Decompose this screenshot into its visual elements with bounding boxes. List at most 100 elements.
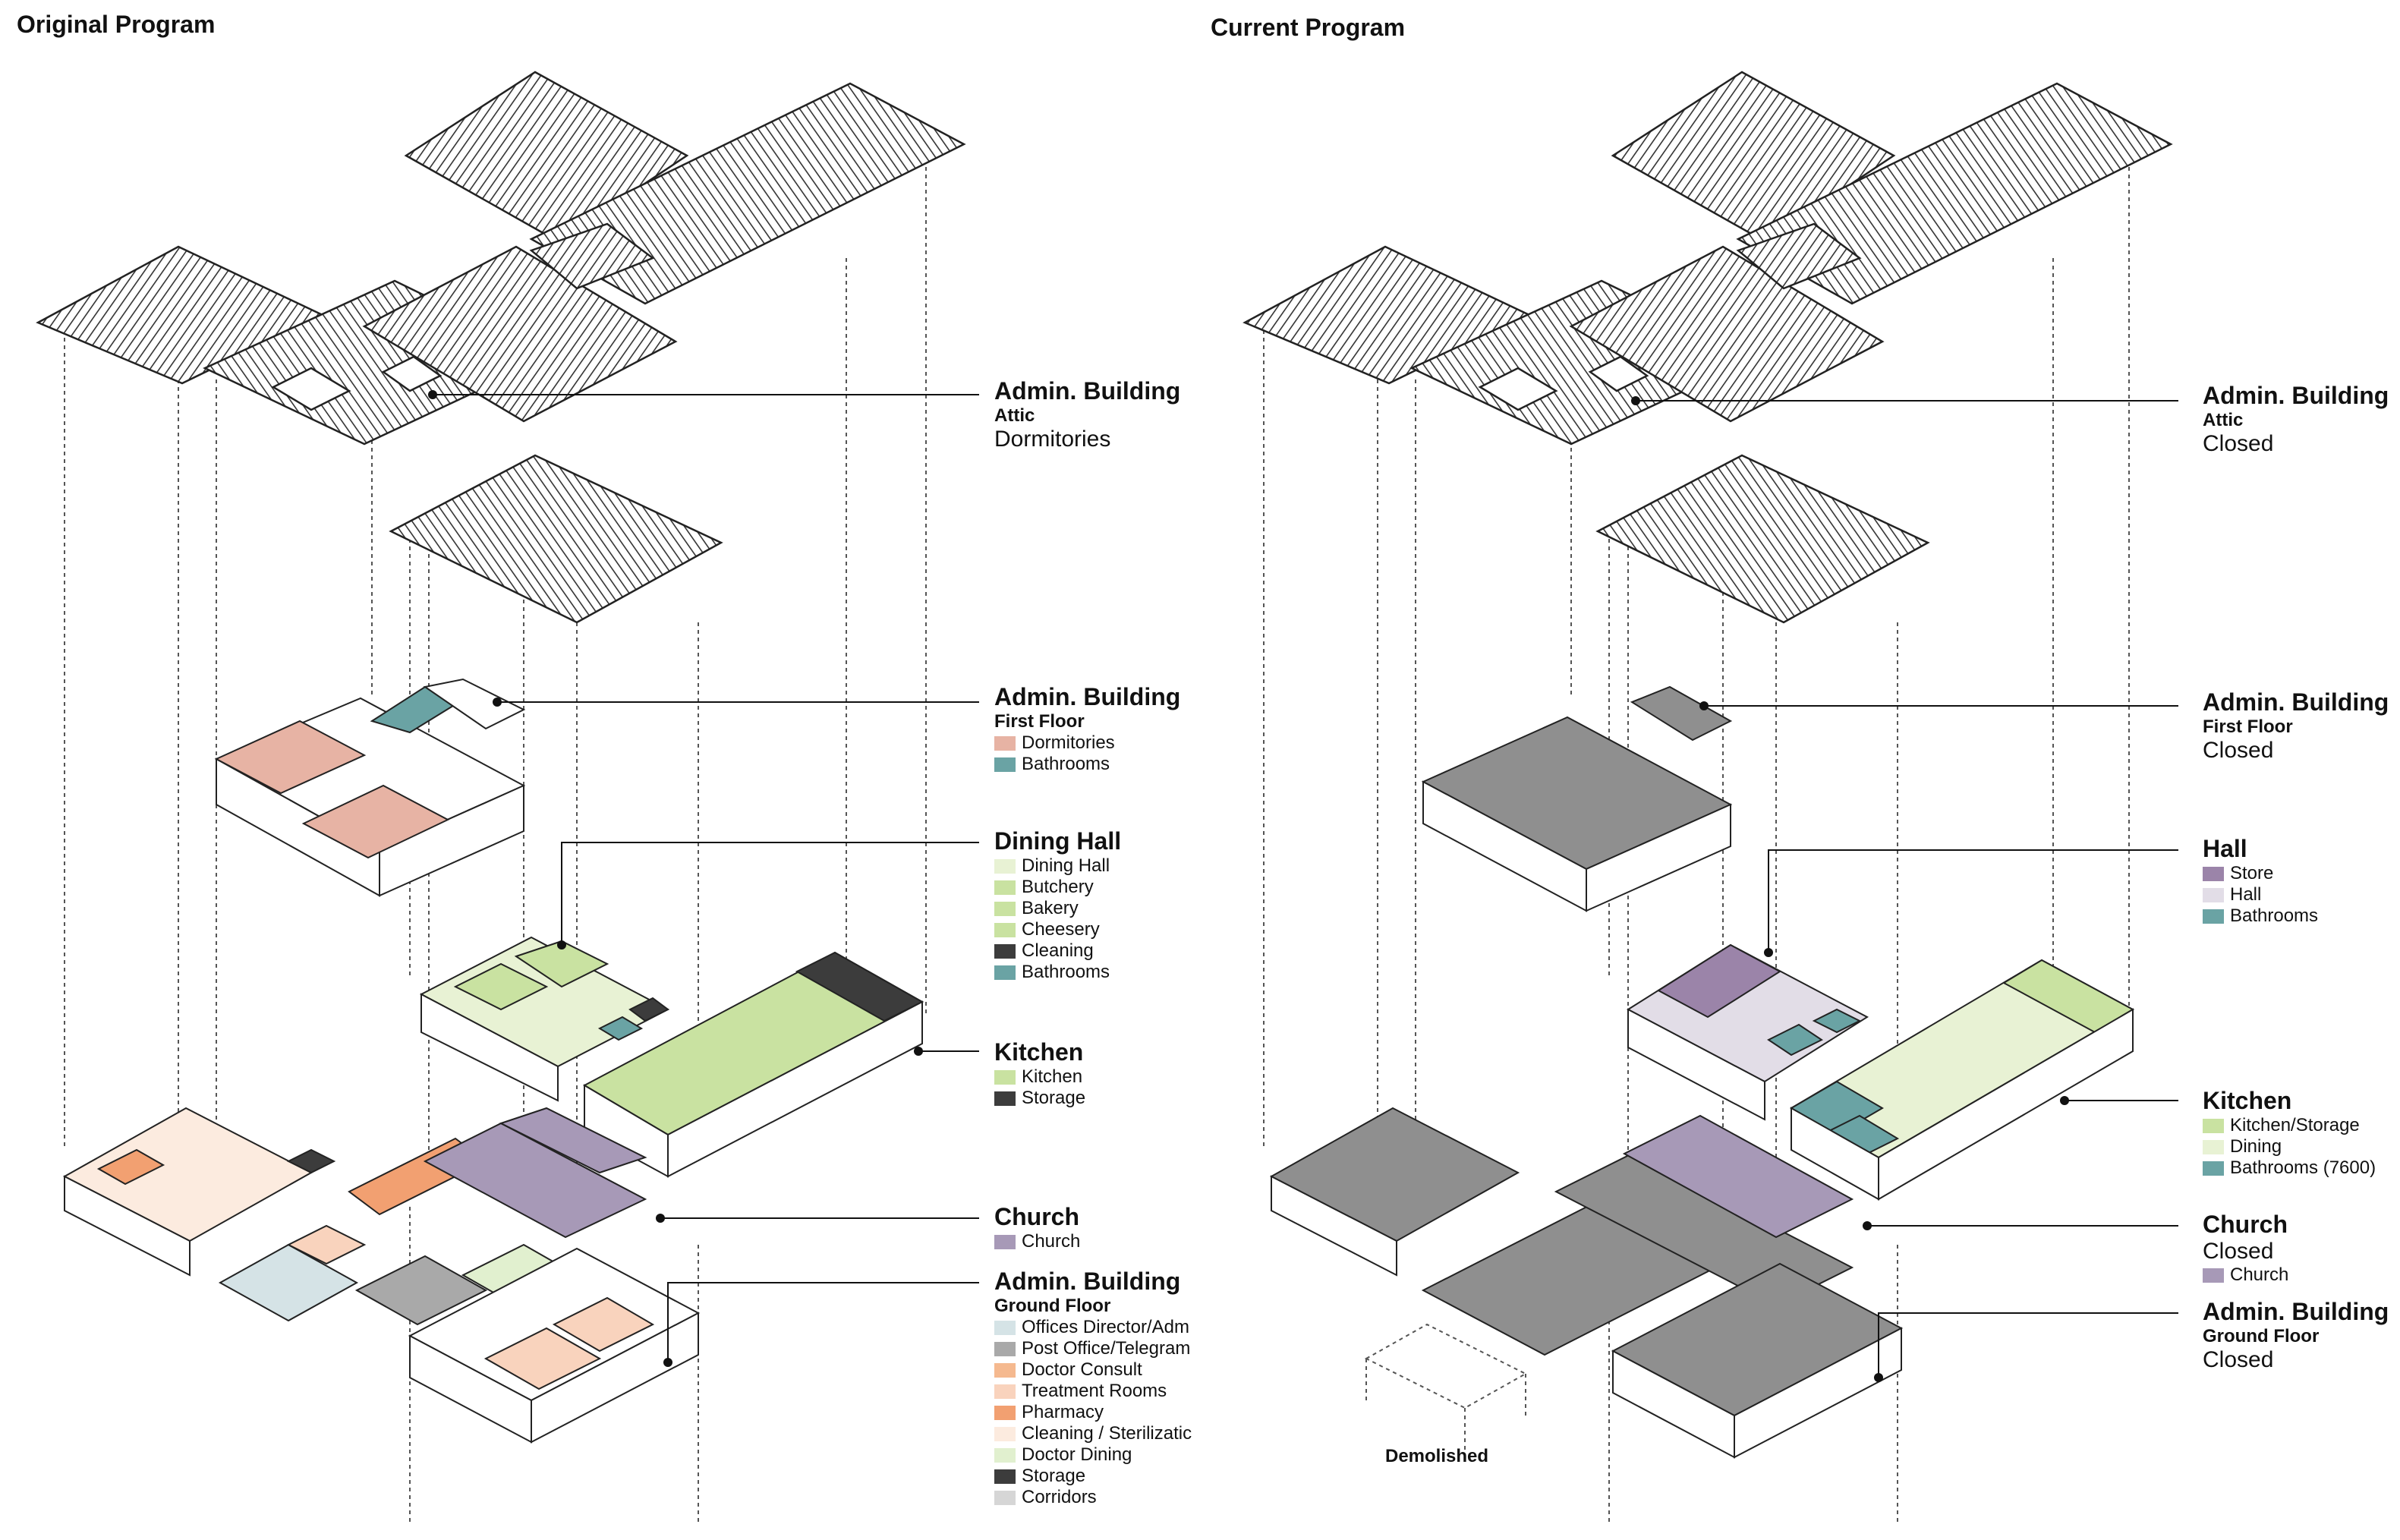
legend-swatch: [2203, 1268, 2224, 1283]
legend-swatch: [994, 943, 1016, 959]
right-leader-dots: [1631, 396, 2069, 1382]
label-sub: First Floor: [2203, 716, 2293, 737]
legend-label: Storage: [1022, 1466, 1086, 1486]
legend-item: Cleaning: [994, 940, 1121, 962]
right-attic-label: Admin. Building Attic Closed: [2203, 382, 2389, 457]
legend-label: Butchery: [1022, 877, 1094, 897]
legend-label: Kitchen: [1022, 1066, 1083, 1087]
legend-swatch: [994, 1469, 1016, 1484]
legend-label: Store: [2230, 863, 2274, 883]
legend-swatch: [994, 757, 1016, 772]
legend-item: Storage: [994, 1466, 1192, 1487]
legend-swatch: [994, 922, 1016, 937]
legend-item: Corridors: [994, 1487, 1192, 1508]
legend-swatch: [994, 735, 1016, 751]
left-ground-floor: [62, 1107, 701, 1444]
legend-swatch: [994, 1384, 1016, 1399]
legend-label: Bathrooms: [1022, 962, 1110, 982]
legend-swatch: [994, 1091, 1016, 1106]
legend-label: Church: [2230, 1264, 2289, 1285]
legend-item: Church: [994, 1231, 1080, 1252]
right-axonometric: [1243, 71, 2173, 1526]
legend-item: Doctor Consult: [994, 1359, 1192, 1381]
legend-item: Bathrooms: [2203, 905, 2318, 927]
legend-label: Storage: [1022, 1088, 1086, 1108]
label-title: Admin. Building: [2203, 382, 2389, 409]
left-leader-lines: [433, 394, 979, 1362]
legend-swatch: [2203, 1139, 2224, 1154]
legend-swatch: [994, 1069, 1016, 1085]
legend-swatch: [994, 965, 1016, 980]
legend-item: Treatment Rooms: [994, 1381, 1192, 1402]
legend-label: Dormitories: [1022, 732, 1115, 753]
label-title: Hall: [2203, 835, 2247, 862]
legend-swatch: [2203, 887, 2224, 902]
legend-label: Cheesery: [1022, 919, 1100, 940]
legend-label: Cleaning / Sterilizatic: [1022, 1423, 1192, 1444]
legend-swatch: [994, 901, 1016, 916]
legend-item: Hall: [2203, 884, 2318, 905]
legend-swatch: [994, 1362, 1016, 1378]
right-first-floor: [1421, 685, 1733, 912]
legend-swatch: [994, 1447, 1016, 1463]
legend-item: Post Office/Telegram: [994, 1338, 1192, 1359]
legend-swatch: [994, 858, 1016, 874]
legend-item: Dining: [2203, 1136, 2376, 1157]
legend-item: Bathrooms (7600): [2203, 1157, 2376, 1179]
right-panel-title: Current Program: [1211, 14, 1406, 41]
legend-label: Treatment Rooms: [1022, 1381, 1167, 1401]
label-status: Dormitories: [994, 427, 1111, 452]
legend-item: Storage: [994, 1088, 1085, 1109]
legend-item: Butchery: [994, 877, 1121, 898]
left-leader-dots: [428, 390, 923, 1367]
right-hall-block: [1627, 943, 1869, 1121]
legend-item: Store: [2203, 863, 2318, 884]
label-title: Admin. Building: [2203, 1298, 2389, 1325]
legend-item: Bakery: [994, 898, 1121, 919]
legend-label: Cleaning: [1022, 940, 1094, 961]
left-attic-label: Admin. Building Attic Dormitories: [994, 377, 1180, 452]
label-sub: Attic: [2203, 410, 2244, 430]
legend-item: Doctor Dining: [994, 1444, 1192, 1466]
legend-item: Kitchen/Storage: [2203, 1115, 2376, 1136]
right-kitchen-block: [1790, 959, 2135, 1201]
label-title: Admin. Building: [994, 1268, 1181, 1295]
left-church-label: Church Church: [994, 1203, 1080, 1252]
legend-swatch: [994, 1405, 1016, 1420]
right-leader-lines: [1636, 400, 2178, 1378]
legend-list: Church: [994, 1231, 1080, 1252]
label-status: Closed: [2203, 1239, 2274, 1264]
right-ground-floor-label: Admin. Building Ground Floor Closed: [2203, 1298, 2389, 1373]
legend-label: Bathrooms (7600): [2230, 1157, 2376, 1178]
label-sub: Ground Floor: [994, 1296, 1111, 1316]
label-status: Closed: [2203, 1347, 2274, 1372]
left-roof: [36, 71, 966, 624]
left-first-floor: [214, 678, 526, 897]
legend-swatch: [2203, 866, 2224, 881]
label-title: Dining Hall: [994, 827, 1122, 855]
legend-label: Post Office/Telegram: [1022, 1338, 1191, 1359]
legend-item: Offices Director/Adm: [994, 1317, 1192, 1338]
legend-swatch: [2203, 909, 2224, 924]
left-ground-floor-label: Admin. Building Ground Floor Offices Dir…: [994, 1268, 1192, 1508]
demolished-label: Demolished: [1385, 1446, 1489, 1466]
left-axonometric: [36, 71, 966, 1526]
legend-label: Dining Hall: [1022, 855, 1110, 876]
legend-swatch: [994, 1234, 1016, 1249]
label-title: Kitchen: [2203, 1087, 2292, 1114]
legend-item: Bathrooms: [994, 962, 1121, 983]
demolished-outline: [1364, 1323, 1528, 1450]
left-projection-lines: [64, 152, 927, 1526]
label-title: Admin. Building: [994, 683, 1181, 710]
legend-item: Dining Hall: [994, 855, 1121, 877]
legend-label: Hall: [2230, 884, 2262, 905]
legend-item: Bathrooms: [994, 754, 1180, 775]
label-title: Admin. Building: [994, 377, 1181, 405]
